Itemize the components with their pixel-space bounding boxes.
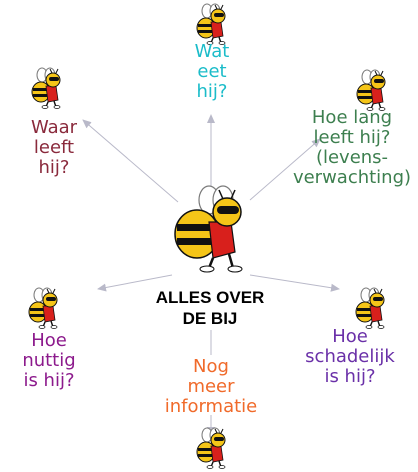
bee-icon: [196, 427, 226, 470]
node-hoe-schadelijk-is-hij[interactable]: Hoe schadelijk is hij?: [305, 326, 395, 387]
bee-icon: [28, 287, 58, 330]
arrow-to-hoe-schadelijk-is-hij: [249, 274, 340, 292]
arrow-to-waar-leeft-hij: [82, 119, 179, 203]
node-hoe-lang-leeft-hij[interactable]: Hoe lang leeft hij? (levens- verwachting…: [292, 107, 412, 188]
arrow-to-hoe-nuttig-is-hij: [97, 274, 173, 292]
bee-icon: [356, 69, 386, 112]
node-wat-eet-hij[interactable]: Wat eet hij?: [194, 41, 230, 102]
node-waar-leeft-hij[interactable]: Waar leeft hij?: [30, 117, 78, 178]
center-title: ALLES OVER DE BIJ: [155, 288, 265, 328]
bee-icon: [173, 184, 244, 274]
node-hoe-nuttig-is-hij[interactable]: Hoe nuttig is hij?: [22, 330, 76, 391]
arrow-to-hoe-lang-leeft-hij: [249, 138, 321, 201]
bee-icon: [355, 287, 385, 330]
node-nog-meer-informatie[interactable]: Nog meer informatie: [164, 356, 258, 417]
bee-icon: [31, 67, 61, 110]
bee-icon: [196, 3, 226, 46]
